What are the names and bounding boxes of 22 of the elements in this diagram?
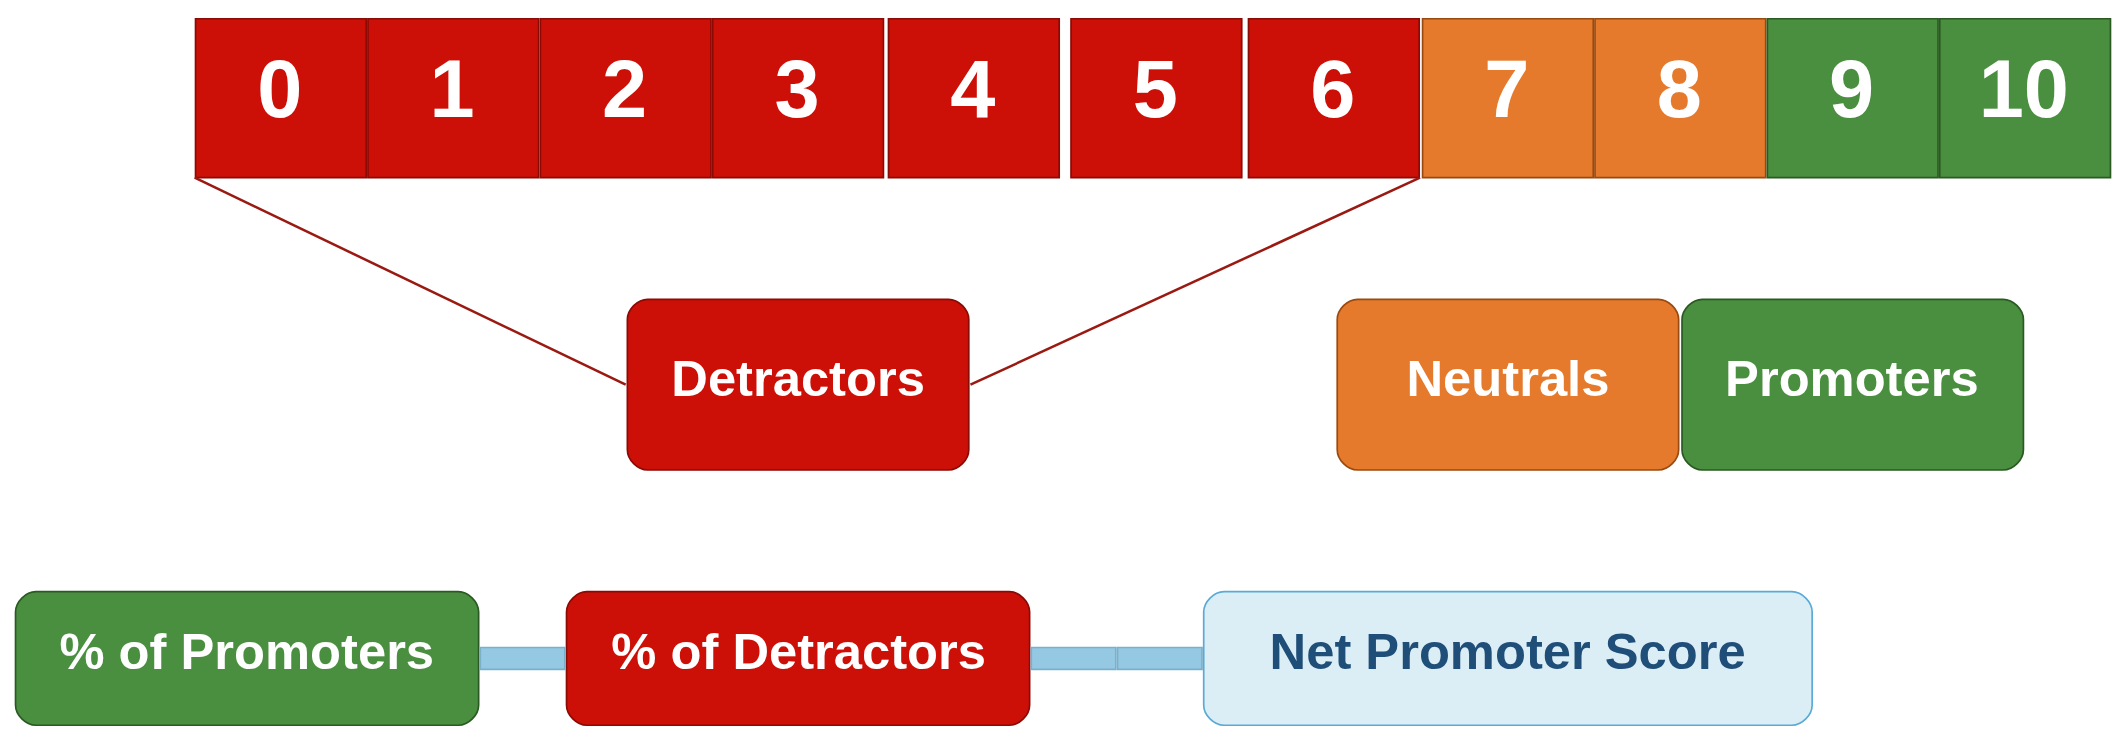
node-box: % of Detractors [565,590,1031,726]
node-box: 6 [1247,17,1421,178]
node-box: 2 [539,17,712,178]
node-box: Net Promoter Score [1202,590,1813,726]
node-box: 0 [194,17,368,178]
node-box: 9 [1766,17,1939,178]
node-box: Detractors [626,297,970,471]
node-box: 3 [711,17,885,178]
node-box: % of Promoters [14,590,480,726]
connector [969,175,1421,386]
connector [194,176,627,386]
node-box: 8 [1594,17,1767,178]
node-box: Neutrals [1336,297,1680,471]
node-box: 1 [367,17,540,178]
node-box: 7 [1421,17,1595,178]
node-box: Promoters [1681,297,2025,471]
node-bar [479,646,566,670]
node-box: 5 [1070,17,1243,178]
node-box: 10 [1938,17,2112,178]
node-bar [1030,646,1117,670]
node-box: 4 [887,17,1061,178]
node-bar [1116,646,1203,670]
